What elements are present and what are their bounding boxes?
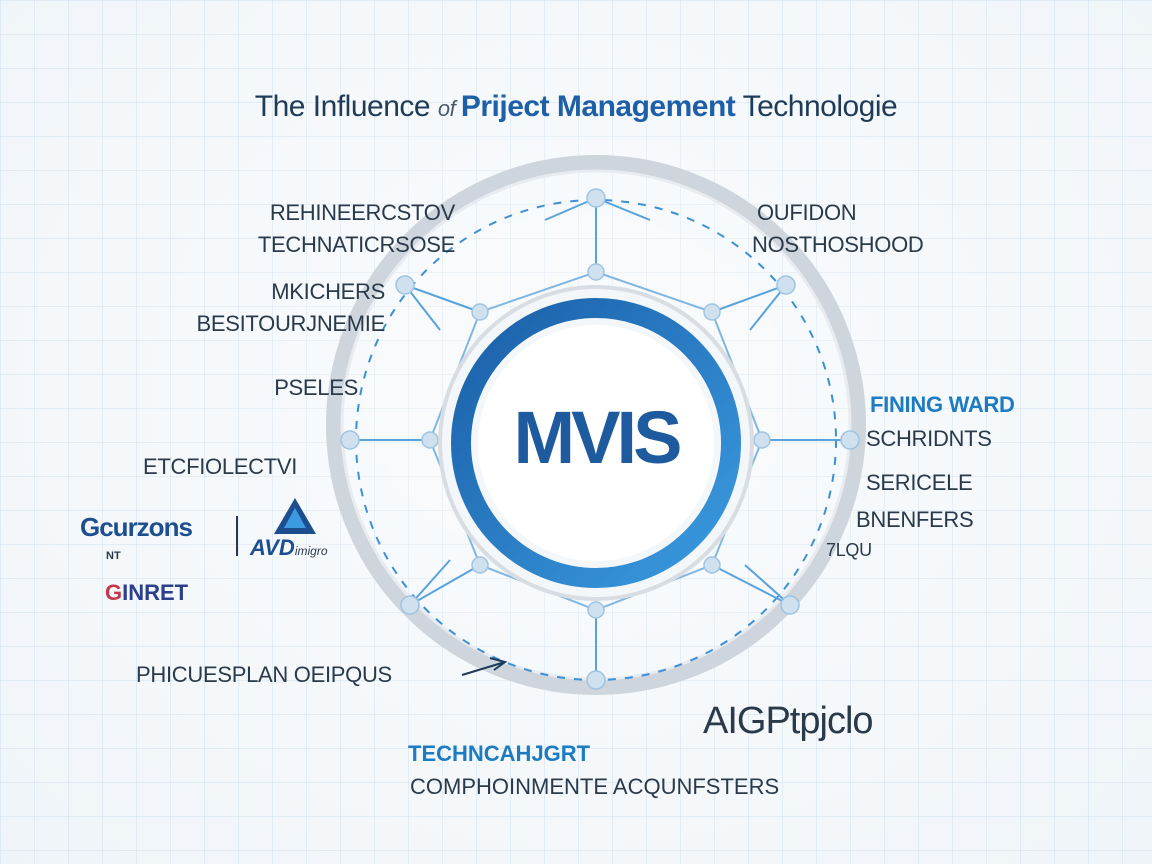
spokes bbox=[350, 197, 850, 680]
label-left-1: REHINEERCSTOV bbox=[269, 200, 455, 225]
label-left-5: PSELES bbox=[274, 375, 358, 400]
logo-avd-small: imigro bbox=[294, 544, 328, 558]
label-left-4: BESITOURJNEMIE bbox=[196, 311, 385, 336]
label-right-1: OUFIDON bbox=[757, 200, 857, 225]
label-right-6: BNENFERS bbox=[856, 507, 974, 532]
hub-ring bbox=[451, 298, 741, 588]
hub-inner bbox=[478, 325, 714, 561]
bottom-tech-label: TECHNCAHJGRT bbox=[408, 741, 591, 766]
logo-avd-text: AVD bbox=[250, 535, 295, 560]
title-highlight: Priject Management bbox=[460, 90, 736, 123]
arrow-mark bbox=[461, 657, 508, 676]
title-part-4: Technologie bbox=[735, 90, 898, 123]
logo-nt: NT bbox=[106, 550, 121, 562]
logo-avd: AVDimigro bbox=[250, 535, 328, 561]
label-left-3: MKICHERS bbox=[271, 279, 385, 304]
bottom-big-word: AIGPtpjclo bbox=[703, 700, 874, 742]
label-left-6: ETCFIOLECTVI bbox=[143, 454, 298, 479]
label-right-5: SERICELE bbox=[866, 470, 973, 495]
title-part-1: The Influence bbox=[254, 90, 438, 123]
label-left-7: PHICUESPLAN OEIPQUS bbox=[136, 662, 392, 687]
label-right-3: FINING WARD bbox=[870, 392, 1015, 417]
logo-ginret-g: G bbox=[105, 580, 123, 605]
logo-divider bbox=[236, 516, 238, 556]
label-left-2: TECHNATICRSOSE bbox=[257, 232, 455, 257]
hub-label: MVIS bbox=[513, 396, 683, 479]
label-right-7: 7LQU bbox=[826, 540, 872, 560]
nodes bbox=[340, 188, 860, 690]
logo-ginret-rest: INRET bbox=[122, 580, 189, 605]
bottom-comp-label: COMPHOINMENTE ACQUNFSTERS bbox=[410, 774, 780, 799]
logo-ginret: GINRET bbox=[105, 580, 188, 606]
page-title: The Influence of Priject Management Tech… bbox=[0, 90, 1152, 124]
label-right-4: SCHRIDNTS bbox=[866, 426, 992, 451]
label-right-2: NOSTHOSHOOD bbox=[752, 232, 924, 257]
title-part-2: of bbox=[437, 96, 461, 121]
logo-gcurzons: Gcurzons bbox=[80, 512, 193, 542]
